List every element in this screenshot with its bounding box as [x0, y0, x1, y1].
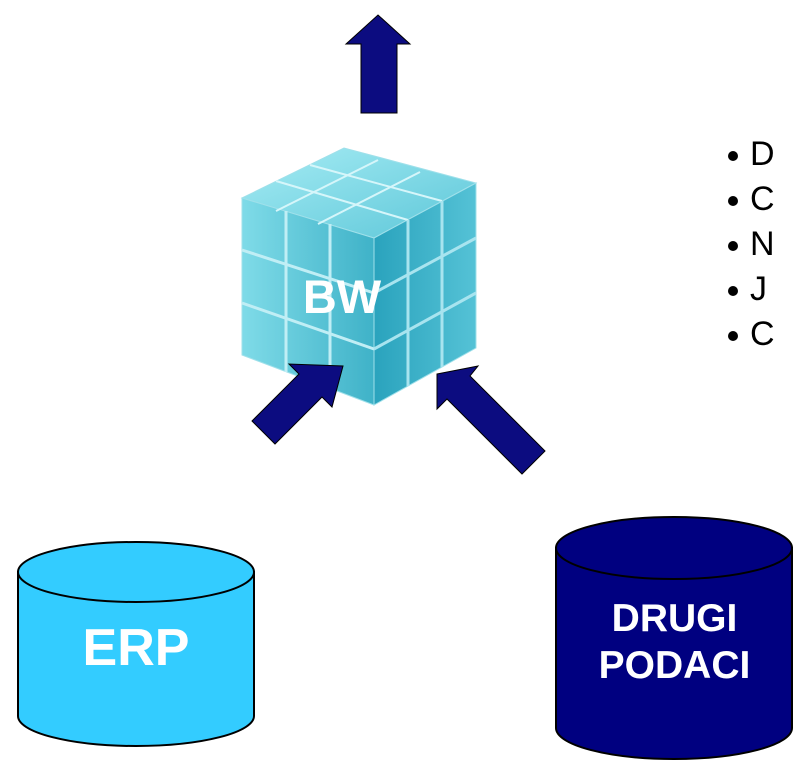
- erp-database-icon: [17, 541, 255, 747]
- bullet-list: D C N J C: [728, 132, 775, 357]
- bullet-dot-icon: [728, 151, 738, 162]
- arrow-from-erp-icon: [251, 363, 344, 445]
- arrow-from-other-data-icon: [436, 365, 546, 475]
- bullet-dot-icon: [728, 286, 738, 297]
- other-data-label: DRUGI PODACI: [556, 595, 793, 689]
- bullet-item: N: [728, 222, 775, 267]
- bullet-text: N: [750, 225, 775, 263]
- bullet-dot-icon: [728, 241, 738, 252]
- arrow-up-icon: [344, 14, 412, 114]
- bullet-item: C: [728, 177, 775, 222]
- bullet-text: C: [750, 315, 775, 353]
- bullet-dot-icon: [728, 331, 738, 342]
- bullet-text: J: [750, 270, 767, 308]
- other-data-label-line2: PODACI: [598, 644, 751, 687]
- bullet-item: J: [728, 267, 775, 312]
- erp-label: ERP: [82, 619, 190, 677]
- bullet-text: D: [750, 135, 775, 173]
- bullet-text: C: [750, 180, 775, 218]
- cube-label: BW: [302, 270, 382, 323]
- other-data-database-icon: [555, 516, 793, 760]
- olap-cube-icon: [240, 147, 478, 406]
- bullet-dot-icon: [728, 196, 738, 207]
- bullet-item: D: [728, 132, 775, 177]
- other-data-label-line1: DRUGI: [611, 597, 738, 640]
- bullet-item: C: [728, 312, 775, 357]
